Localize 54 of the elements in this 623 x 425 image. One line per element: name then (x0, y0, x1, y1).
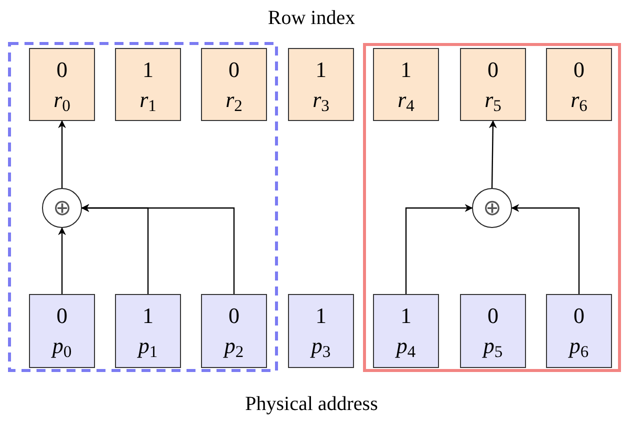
bit-label: r$_{1}$ (140, 86, 156, 114)
arrow (405, 204, 473, 294)
bit-value: 1 (316, 302, 326, 330)
bit-label: r$_{0}$ (54, 86, 70, 114)
row-index-box (460, 48, 526, 121)
address-bit-box (460, 294, 526, 368)
bit-label: p$_{6}$ (569, 332, 589, 361)
row-index-box (115, 48, 181, 121)
bit-label: p$_{4}$ (396, 332, 416, 361)
bit-label: r$_{6}$ (570, 86, 588, 114)
bit-label: r$_{2}$ (226, 86, 242, 114)
bit-value: 1 (400, 56, 412, 84)
arrow (58, 120, 66, 188)
xor-symbol: ⊕ (483, 197, 501, 219)
title: Row index (268, 6, 356, 30)
bit-value: 0 (56, 56, 68, 84)
bit-value: 1 (142, 56, 154, 84)
bit-value: 1 (316, 56, 326, 84)
arrow (511, 204, 580, 294)
group-frame (363, 43, 621, 372)
bit-value: 0 (574, 56, 584, 84)
bit-value: 1 (142, 302, 154, 330)
row-index-box (201, 48, 267, 121)
bit-label: r$_{5}$ (484, 86, 502, 114)
bit-value: 0 (488, 56, 498, 84)
row-index-box (373, 48, 439, 121)
bit-value: 1 (400, 302, 412, 330)
bit-label: p$_{1}$ (138, 332, 158, 361)
address-bit-box (546, 294, 612, 368)
bit-label: p$_{2}$ (224, 332, 244, 361)
bit-label: r$_{4}$ (398, 86, 414, 114)
xor-symbol: ⊕ (53, 197, 71, 219)
address-bit-box (115, 294, 181, 368)
address-bit-box (201, 294, 267, 368)
bit-value: 0 (488, 302, 498, 330)
dashed-group-frame (8, 42, 278, 372)
bit-label: p$_{3}$ (311, 332, 331, 361)
bit-value: 0 (228, 302, 240, 330)
bit-label: p$_{0}$ (52, 332, 72, 361)
row-index-box (546, 48, 612, 121)
row-index-box (29, 48, 95, 121)
address-bit-box (288, 294, 354, 368)
arrow (58, 227, 66, 294)
bit-label: r$_{3}$ (312, 86, 330, 114)
arrow (81, 204, 235, 294)
bit-value: 0 (574, 302, 584, 330)
bit-value: 0 (228, 56, 240, 84)
address-bit-box (373, 294, 439, 368)
address-bit-box (29, 294, 95, 368)
arrow (488, 120, 497, 188)
row-index-box (288, 48, 354, 121)
bit-value: 0 (56, 302, 68, 330)
bit-label: p$_{5}$ (483, 332, 503, 361)
caption: Physical address (245, 392, 378, 416)
